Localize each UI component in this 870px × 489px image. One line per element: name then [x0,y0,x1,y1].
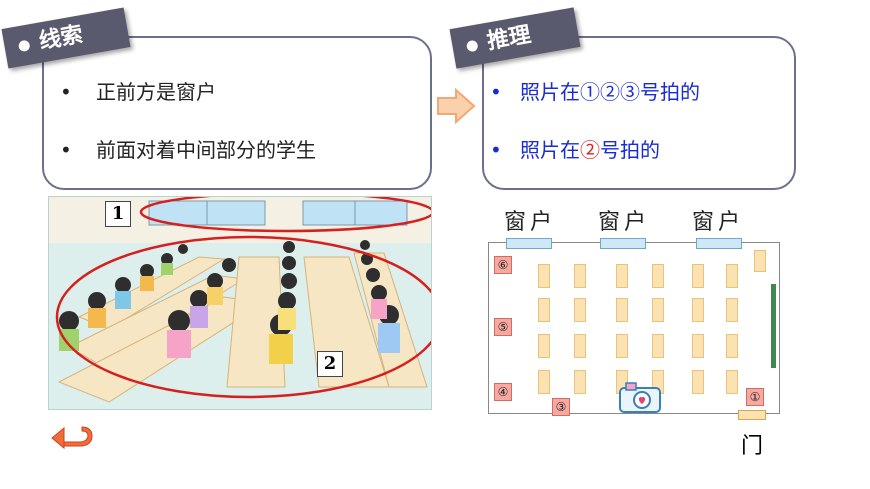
reason-item-2: • 照片在②号拍的 [490,134,660,163]
desk [616,264,628,288]
desk [538,264,550,288]
clues-panel [42,36,432,190]
door [738,410,766,420]
bullet-icon: • [490,138,502,162]
desk [692,264,704,288]
desk [616,334,628,358]
window-bar-1 [506,238,552,249]
desk [574,298,586,322]
desk [726,298,738,322]
clue-text-2: 前面对着中间部分的学生 [96,138,316,162]
clues-tag-label: 线索 [37,22,85,55]
window-oval [139,197,431,233]
bullet-icon: • [60,80,72,104]
desk [574,370,586,394]
desk [538,334,550,358]
camera-icon [619,382,661,413]
desk [574,264,586,288]
desk [692,370,704,394]
desk [574,334,586,358]
reasoning-tag-label: 推理 [485,22,533,55]
window-label-2: 窗户 [598,210,651,235]
door-label: 门 [741,434,764,459]
desk [538,298,550,322]
students-oval [55,235,431,399]
desk [726,264,738,288]
seat-3: ③ [552,398,570,416]
tag-dot-icon [465,39,479,52]
desk [652,298,664,322]
desk [692,334,704,358]
reason-suffix-1: 号拍的 [640,80,700,104]
desk [726,334,738,358]
desk [652,334,664,358]
teacher-desk [754,250,766,272]
reason-prefix-2: 照片在 [520,138,580,162]
desk [652,264,664,288]
clue-item-2: • 前面对着中间部分的学生 [60,134,316,163]
window-bar-3 [696,238,742,249]
window-bar-2 [600,238,646,249]
blackboard [771,284,776,368]
seat-1: ① [746,388,764,406]
reason-item-1: • 照片在①②③号拍的 [490,76,700,105]
clue-text-1: 正前方是窗户 [96,80,216,104]
return-arrow-icon[interactable] [50,424,94,454]
window-label-1: 窗户 [504,210,557,235]
desk [726,370,738,394]
photo-label-1: 1 [105,201,131,227]
window-label-3: 窗户 [692,210,745,235]
reasoning-panel [482,36,796,190]
seat-6: ⑥ [494,256,512,274]
reason-prefix-1: 照片在 [520,80,580,104]
photo-label-2: 2 [317,351,343,377]
reason-suffix-2: 号拍的 [600,138,660,162]
bullet-icon: • [60,138,72,162]
right-arrow-icon [437,88,476,124]
desk [538,370,550,394]
classroom-illustration [49,197,431,409]
seat-5: ⑤ [494,318,512,336]
desk [692,298,704,322]
tag-dot-icon [17,39,31,52]
classroom-photo: 1 2 [48,196,432,410]
clue-item-1: • 正前方是窗户 [60,76,216,105]
desk [616,298,628,322]
seat-4: ④ [494,383,512,401]
bullet-icon: • [490,80,502,104]
reason-highlight-2: ② [580,138,600,162]
reason-highlight-1: ①②③ [580,80,640,104]
